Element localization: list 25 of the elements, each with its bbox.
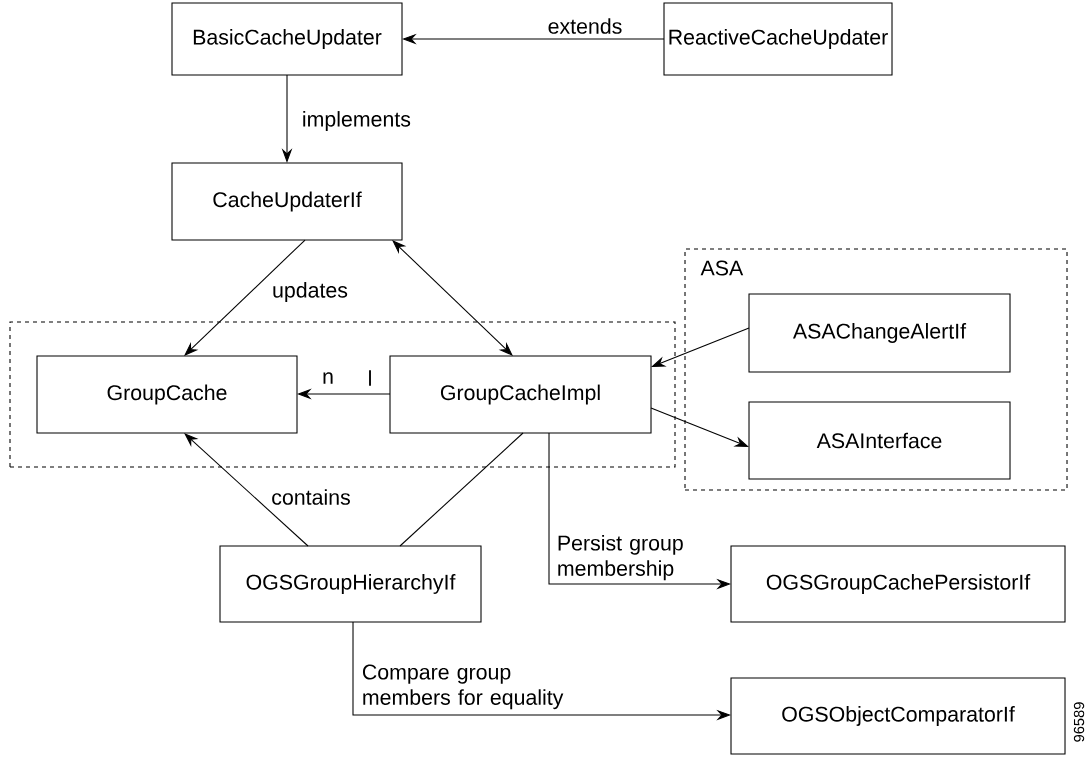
- edge-label: extends: [548, 18, 622, 34]
- arrow: [392, 240, 513, 356]
- class-box: GroupCache: [36, 355, 298, 434]
- class-box: ReactiveCacheUpdater: [663, 2, 893, 76]
- multiplicity-label: l: [369, 370, 371, 386]
- class-box: BasicCacheUpdater: [171, 2, 403, 76]
- class-box: ASAInterface: [748, 401, 1011, 480]
- group-frame: [9, 321, 676, 468]
- arrow: [184, 433, 309, 547]
- arrow: [650, 407, 749, 447]
- connector-line: [399, 432, 524, 547]
- arrow: [651, 327, 750, 367]
- multiplicity-label: n: [323, 372, 333, 384]
- edge-label: updates: [273, 282, 348, 302]
- edge-label: contains: [272, 489, 350, 505]
- class-box: OGSObjectComparatorIf: [730, 677, 1066, 755]
- arrow: [184, 239, 306, 356]
- edge-label: implements: [303, 111, 411, 131]
- class-box: GroupCacheImpl: [389, 355, 652, 434]
- edge-label: Persist group membership: [558, 534, 683, 581]
- class-box: OGSGroupCachePersistorIf: [730, 545, 1066, 623]
- class-box: ASAChangeAlertIf: [748, 293, 1011, 373]
- class-box: CacheUpdaterIf: [171, 162, 403, 241]
- edge-label: Compare group members for equality: [362, 664, 564, 710]
- class-box: OGSGroupHierarchyIf: [219, 545, 482, 623]
